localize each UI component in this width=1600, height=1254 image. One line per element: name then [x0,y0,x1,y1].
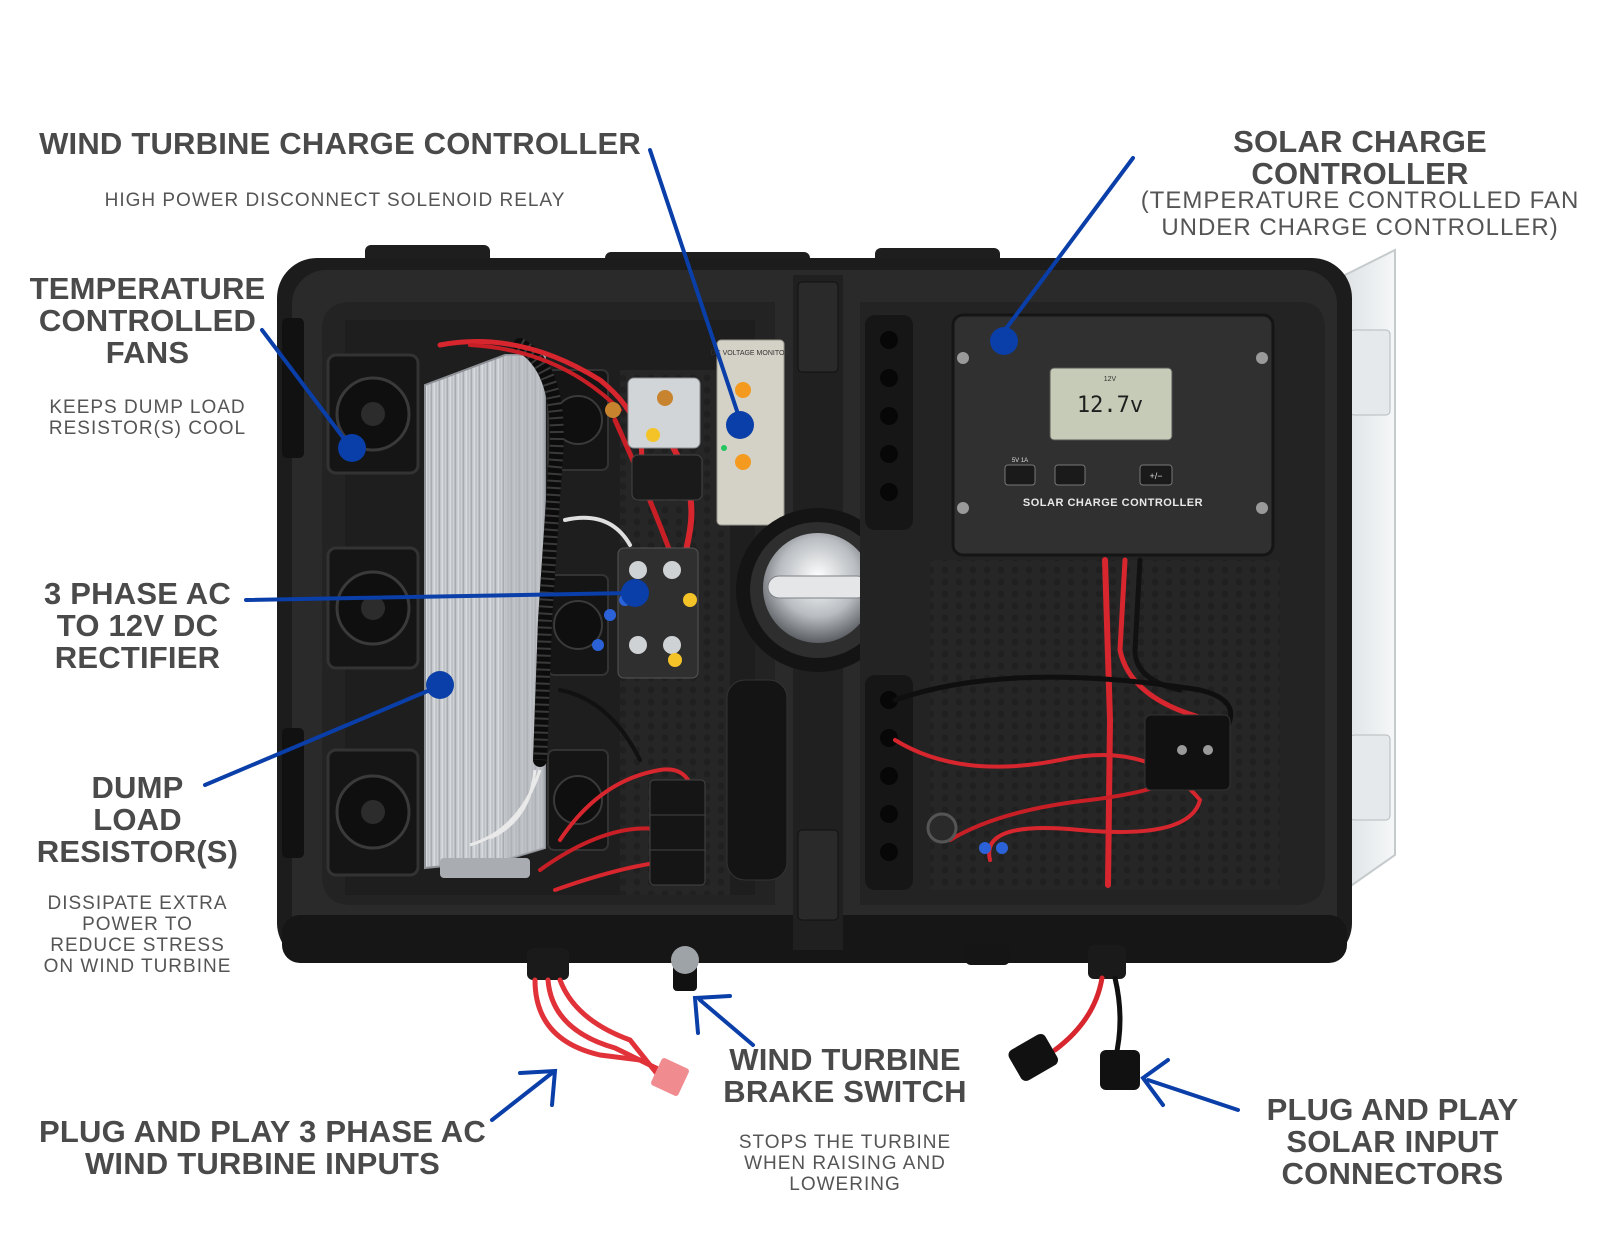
fans-subtitle: KEEPS DUMP LOAD RESISTOR(S) COOL [48,397,247,439]
arrow-wind-inputs [490,1068,558,1122]
cooling-fans [326,353,609,877]
pointer-dot-fans [338,434,366,462]
solar-charge-controller: 12V 12.7v 5V 1A +/− SOLAR CHARGE CONTROL… [951,313,1275,557]
usb-label: 5V 1A [1012,458,1028,464]
clear-lid [1344,248,1396,892]
button-label: +/− [1149,471,1162,481]
pointer-dot-rectifier [621,579,649,607]
wind-controller-title: WIND TURBINE CHARGE CONTROLLER [39,126,641,161]
terminal-blocks [649,779,706,886]
pointer-solar-controller [1003,156,1135,332]
external-cables [527,945,1140,1096]
dump-load-title: DUMP LOAD RESISTOR(S) [36,770,239,869]
arrow-brake-switch [692,994,755,1047]
right-wiring [892,557,1234,888]
wire-conduit [513,338,564,767]
solar-controller-subtitle: (TEMPERATURE CONTROLLED FAN UNDER CHARGE… [1140,187,1580,241]
voltage-monitor-label: DC VOLTAGE MONITOR [711,350,790,357]
center-divider [726,275,900,950]
pointer-dot-solar-controller [990,327,1018,355]
fans-title: TEMPERATURE CONTROLLED FANS [29,271,266,370]
pointer-fans [260,328,347,442]
arrow-solar-inputs [1140,1058,1240,1112]
solar-controller-title: SOLAR CHARGE CONTROLLER [1233,124,1487,191]
pointer-dot-dump-load [426,671,454,699]
solenoid-relay [605,377,703,501]
dump-load-subtitle: DISSIPATE EXTRA POWER TO REDUCE STRESS O… [43,893,232,977]
pointer-wind-controller [648,148,742,422]
brake-switch-subtitle: STOPS THE TURBINE WHEN RAISING AND LOWER… [738,1132,952,1195]
brake-switch-title: WIND TURBINE BRAKE SWITCH [723,1042,967,1109]
lcd-mode: 12V [1104,376,1117,383]
rectifier-title: 3 PHASE AC TO 12V DC RECTIFIER [44,576,231,675]
controller-name: SOLAR CHARGE CONTROLLER [1023,497,1203,509]
wind-controller-subtitle: HIGH POWER DISCONNECT SOLENOID RELAY [104,190,566,211]
pointer-dot-wind-controller [726,411,754,439]
wind-inputs-title: PLUG AND PLAY 3 PHASE AC WIND TURBINE IN… [39,1114,486,1181]
dump-load-resistor [424,354,546,878]
solar-inputs-title: PLUG AND PLAY SOLAR INPUT CONNECTORS [1266,1092,1519,1191]
callout-pointers [203,148,1240,1122]
lcd-reading: 12.7v [1077,393,1143,418]
pointer-dump-load [203,688,432,787]
pointer-rectifier [244,591,632,602]
